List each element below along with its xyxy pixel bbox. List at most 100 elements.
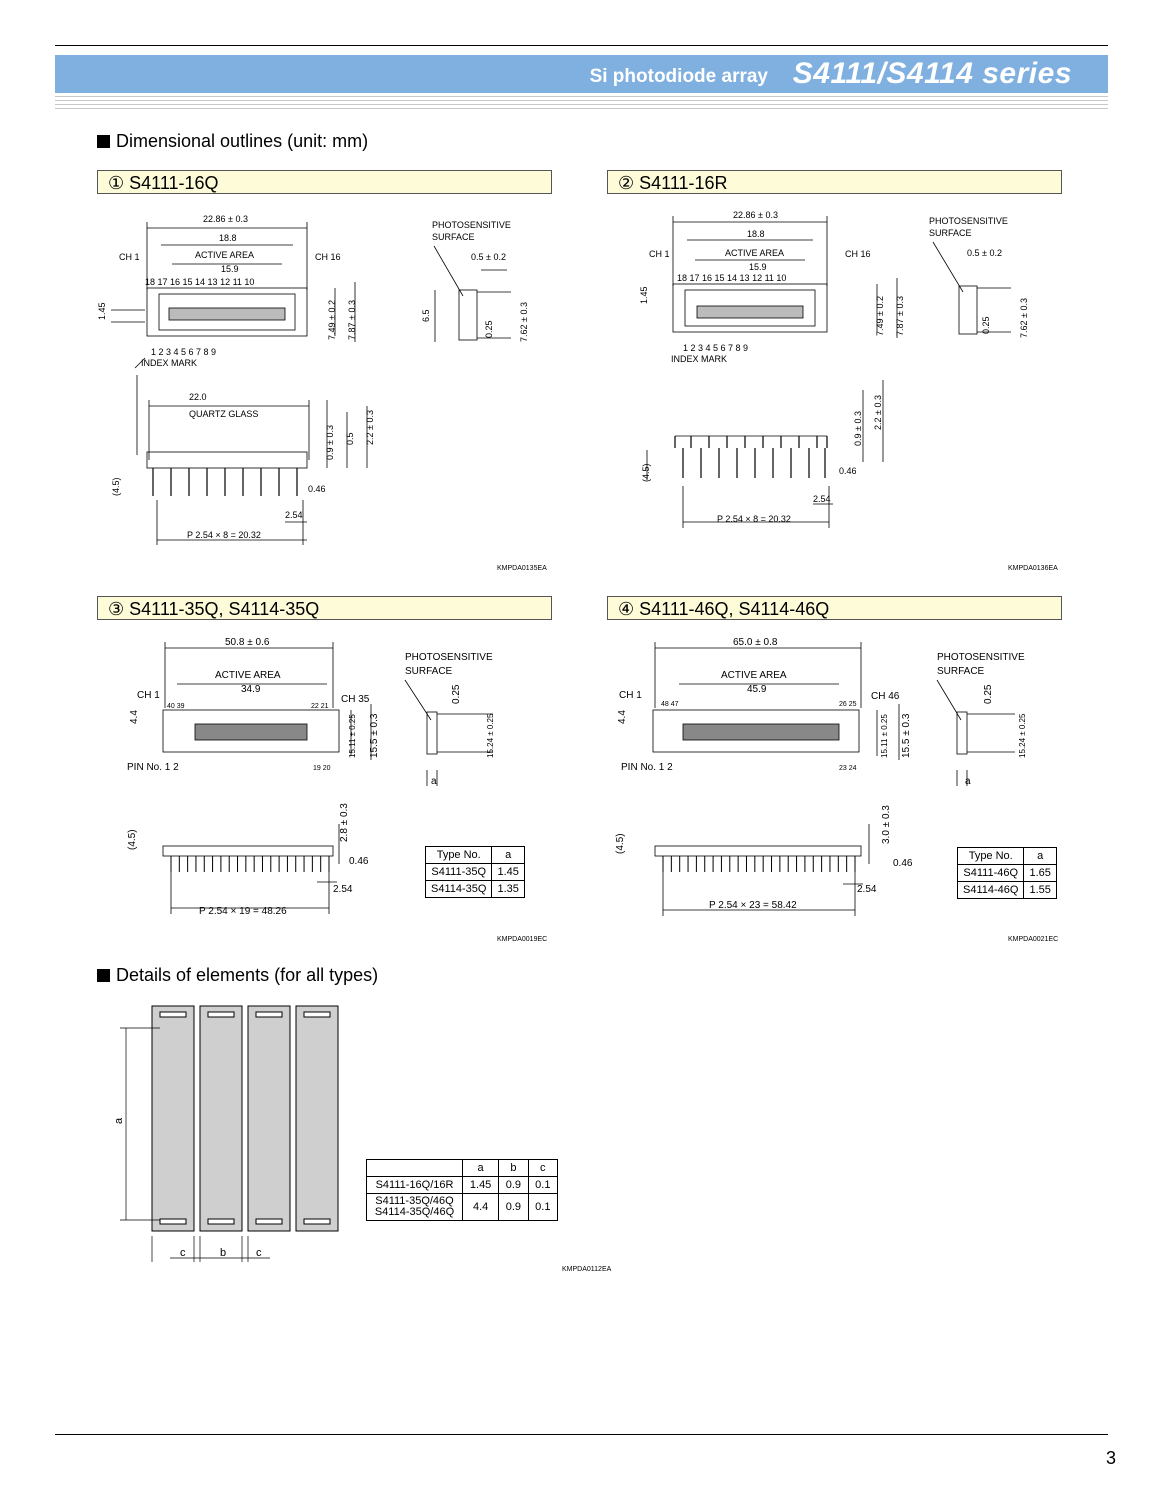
element-label-c2: c xyxy=(256,1247,262,1259)
index-mark-label: INDEX MARK xyxy=(141,358,197,368)
dim-787: 7.87 ± 0.3 xyxy=(347,300,357,340)
dim-1511-35: 15.11 ± 0.25 xyxy=(348,714,357,758)
dim-05: 0.5 ± 0.2 xyxy=(471,252,506,262)
dim-046-35: 0.46 xyxy=(349,856,369,867)
dim-pitch-35: P 2.54 × 19 = 48.26 xyxy=(199,906,287,917)
header-title: S4111/S4114 series xyxy=(792,57,1072,90)
surface-label: SURFACE xyxy=(432,232,475,242)
table35-cell: S4114-35Q xyxy=(424,880,493,898)
dim-046-46: 0.46 xyxy=(893,858,913,869)
dim-025-35: 0.25 xyxy=(451,684,462,704)
dim-pitch-46: P 2.54 × 23 = 58.42 xyxy=(709,900,797,911)
section-details: Details of elements (for all types) xyxy=(97,965,378,986)
dim-762: 7.62 ± 0.3 xyxy=(519,302,529,342)
active-area-length: 15.9 xyxy=(221,264,239,274)
table46-cell: S4114-46Q xyxy=(956,881,1025,899)
table46-header-type: Type No. xyxy=(956,847,1025,865)
drawing-code-2: KMPDA0136EA xyxy=(1008,565,1058,572)
dim-overall-46: 65.0 ± 0.8 xyxy=(733,637,778,648)
dim-254-46: 2.54 xyxy=(857,884,877,895)
panel-title-2: ② S4111-16R xyxy=(607,170,1062,194)
element-table-cell: 0.9 xyxy=(498,1193,529,1221)
dim-quartz-width: 22.0 xyxy=(189,392,207,402)
table46-cell: 1.65 xyxy=(1023,864,1057,882)
drawing-code-3: KMPDA0019EC xyxy=(497,936,548,943)
element-table-cell: S4111-16Q/16R xyxy=(366,1176,463,1194)
active-area-length-46: 45.9 xyxy=(747,684,767,695)
section-details-label: Details of elements (for all types) xyxy=(116,965,379,985)
element-table: a b c S4111-16Q/16R 1.45 0.9 0.1 S4111-3… xyxy=(366,1159,559,1221)
section-outlines-label: Dimensional outlines (unit: mm) xyxy=(116,131,369,151)
element-table-cell: 4.4 xyxy=(461,1193,500,1221)
ch1-label: CH 1 xyxy=(119,252,140,262)
element-table-cell: 0.1 xyxy=(527,1176,559,1194)
dim-44-46: 4.4 xyxy=(617,710,628,724)
table35-cell: S4111-35Q xyxy=(424,863,493,881)
dim-09: 0.9 ± 0.3 xyxy=(325,425,335,460)
table35-cell: 1.35 xyxy=(491,880,525,898)
element-label-a: a xyxy=(113,1117,125,1124)
dim-155-46: 15.5 ± 0.3 xyxy=(901,713,912,758)
element-detail-drawing: a c b c xyxy=(113,1005,339,1262)
dim-28-35: 2.8 ± 0.3 xyxy=(339,803,350,842)
dim-05-r: 0.5 ± 0.2 xyxy=(967,248,1002,258)
active-area-label: ACTIVE AREA xyxy=(195,250,254,260)
dim-025: 0.25 xyxy=(484,320,494,338)
table46-cell: S4111-46Q xyxy=(956,864,1025,882)
bottom-rule xyxy=(55,1434,1108,1435)
ch1-label-35: CH 1 xyxy=(137,690,160,701)
ch1-label-46: CH 1 xyxy=(619,690,642,701)
ch16-label-r: CH 16 xyxy=(845,249,871,259)
table-row: S4111-16Q/16R 1.45 0.9 0.1 xyxy=(366,1176,559,1194)
active-area-label-r: ACTIVE AREA xyxy=(725,248,784,258)
drawing-16r: 22.86 ± 0.3 18.8 ACTIVE AREA 15.9 CH 1 C… xyxy=(639,210,1029,528)
section-outlines: Dimensional outlines (unit: mm) xyxy=(97,131,368,152)
dim-inner-r: 18.8 xyxy=(747,229,765,239)
dim-05b: 0.5 xyxy=(345,432,355,445)
dim-749: 7.49 ± 0.2 xyxy=(327,300,337,340)
pin-tl-35: 40 39 xyxy=(167,703,185,710)
pin-tr-35: 22 21 xyxy=(311,703,329,710)
element-table-header: c xyxy=(527,1159,559,1177)
surface-label-35: SURFACE xyxy=(405,666,453,677)
ch16-label: CH 16 xyxy=(315,252,341,262)
element-table-header: b xyxy=(498,1159,529,1177)
dim-749-r: 7.49 ± 0.2 xyxy=(875,296,885,336)
dim-046: 0.46 xyxy=(308,484,326,494)
dim-787-r: 7.87 ± 0.3 xyxy=(895,296,905,336)
pin-tl-46: 48 47 xyxy=(661,701,679,708)
table35-header-a: a xyxy=(491,846,525,864)
page-number: 3 xyxy=(1105,1448,1116,1468)
table-row: S4111-35Q/46Q S4114-35Q/46Q 4.4 0.9 0.1 xyxy=(366,1193,559,1221)
top-rule xyxy=(55,45,1108,46)
dim-65: 6.5 xyxy=(421,309,431,322)
dim-22: 2.2 ± 0.3 xyxy=(365,410,375,445)
dim-025-r: 0.25 xyxy=(981,316,991,334)
drawing-46q: 65.0 ± 0.8 ACTIVE AREA 45.9 CH 1 CH 46 4… xyxy=(615,637,1027,916)
table46-header-a: a xyxy=(1023,847,1057,865)
dim-254-35: 2.54 xyxy=(333,884,353,895)
chn-label-35: CH 35 xyxy=(341,694,370,705)
dim-025-46: 0.25 xyxy=(983,684,994,704)
top-pin-numbers-r: 18 17 16 15 14 13 12 11 10 xyxy=(677,273,786,283)
element-table-cell: 1.45 xyxy=(461,1176,500,1194)
panel-title-1: ① S4111-16Q xyxy=(97,170,552,194)
dim-155-35: 15.5 ± 0.3 xyxy=(369,713,380,758)
photosensitive-label-46: PHOTOSENSITIVE xyxy=(937,652,1025,663)
active-area-label-46: ACTIVE AREA xyxy=(721,670,787,681)
header-stripes xyxy=(55,96,1108,112)
dim-09-r: 0.9 ± 0.3 xyxy=(853,411,863,446)
quartz-glass-label: QUARTZ GLASS xyxy=(189,409,258,419)
table35-cell: 1.45 xyxy=(491,863,525,881)
element-table-header: a xyxy=(461,1159,500,1177)
drawing-code-1: KMPDA0135EA xyxy=(497,565,547,572)
dim-254-r: 2.54 xyxy=(813,494,831,504)
drawing-35q: 50.8 ± 0.6 ACTIVE AREA 34.9 CH 1 CH 35 4… xyxy=(127,637,495,917)
active-area-length-35: 34.9 xyxy=(241,684,261,695)
dim-046-r: 0.46 xyxy=(839,466,857,476)
photosensitive-label: PHOTOSENSITIVE xyxy=(432,220,511,230)
